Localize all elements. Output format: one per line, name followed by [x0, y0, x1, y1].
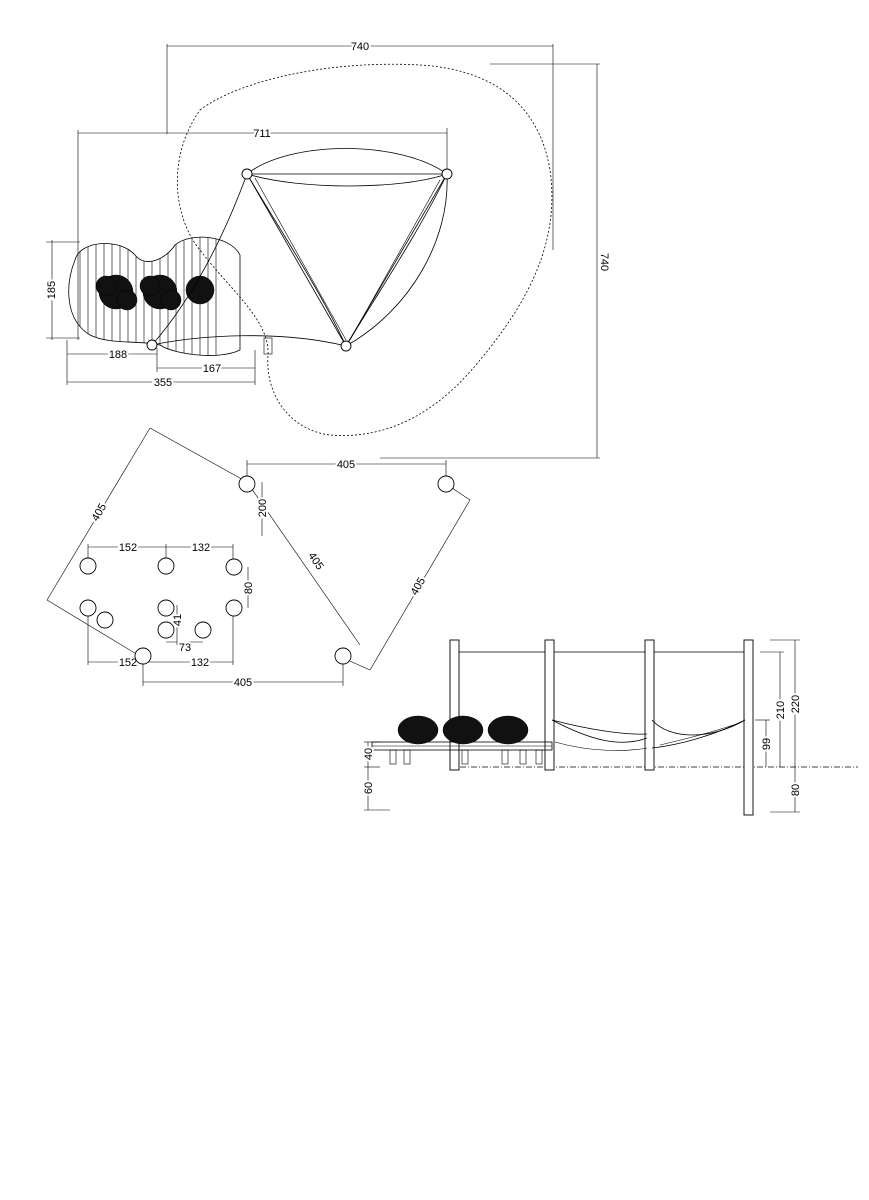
shade-sail-left	[150, 173, 347, 347]
dim-side-top: 405	[337, 459, 355, 471]
footing	[79, 557, 97, 575]
dim-deck-left: 188	[109, 349, 127, 361]
elevation-post	[644, 639, 655, 771]
dim-row2-right: 132	[191, 657, 209, 669]
footing	[96, 611, 114, 629]
footing	[157, 599, 175, 617]
footing	[134, 647, 152, 665]
plan-view: 740 740 711	[44, 39, 612, 459]
footing	[225, 558, 243, 576]
safety-zone-outline	[176, 63, 553, 436]
shade-sail-top	[246, 148, 448, 187]
dim-row-spacing: 80	[243, 582, 255, 594]
foundation-footings	[79, 475, 455, 665]
footing	[334, 647, 352, 665]
elevation-post	[449, 639, 460, 771]
footing	[79, 599, 97, 617]
dim-side-left: 405	[90, 502, 110, 524]
dim-side-bottom: 405	[234, 677, 252, 689]
dim-post-height-total: 220	[790, 695, 802, 713]
dim-deck-depth-elev: 60	[363, 782, 375, 794]
dim-post-offset: 200	[257, 499, 269, 517]
dim-row1-left: 152	[119, 542, 137, 554]
hammock	[651, 719, 746, 736]
plan-post	[441, 168, 453, 180]
dim-side-right: 405	[409, 576, 429, 598]
dim-inner-offset: 41	[172, 614, 184, 626]
dim-deck-height: 40	[363, 748, 375, 760]
deck-outline	[68, 236, 241, 356]
dim-hammock-height: 99	[761, 738, 773, 750]
dim-row2-left: 152	[119, 657, 137, 669]
dim-diag-center: 405	[305, 550, 325, 572]
plan-post	[340, 340, 352, 352]
footing	[437, 475, 455, 493]
side-elevation: 220 210 99 80 40 60	[361, 639, 858, 816]
footing	[194, 621, 212, 639]
foundation-plan: 405 405 405 405 200 152 132 80 41 73 152…	[46, 427, 471, 691]
plan-post	[241, 168, 253, 180]
elevation-post	[544, 639, 555, 771]
elevation-post	[743, 639, 754, 816]
plan-post	[146, 339, 158, 351]
elevation-bushes	[397, 715, 529, 745]
dim-deck-total: 355	[154, 377, 172, 389]
footing	[238, 475, 256, 493]
dim-deck-right: 167	[203, 363, 221, 375]
footing	[225, 599, 243, 617]
footing	[157, 557, 175, 575]
dim-deck-depth: 185	[46, 281, 58, 299]
dim-post-height-above: 210	[775, 701, 787, 719]
footing	[157, 621, 175, 639]
dim-overall-depth: 740	[598, 253, 610, 271]
dim-row1-right: 132	[192, 542, 210, 554]
dim-post-depth: 80	[790, 784, 802, 796]
hammock	[551, 719, 648, 743]
plan-bushes	[95, 274, 215, 311]
dim-sail-span: 711	[253, 128, 271, 140]
dim-overall-width: 740	[351, 41, 369, 53]
dim-inner-spacing: 73	[179, 642, 191, 654]
